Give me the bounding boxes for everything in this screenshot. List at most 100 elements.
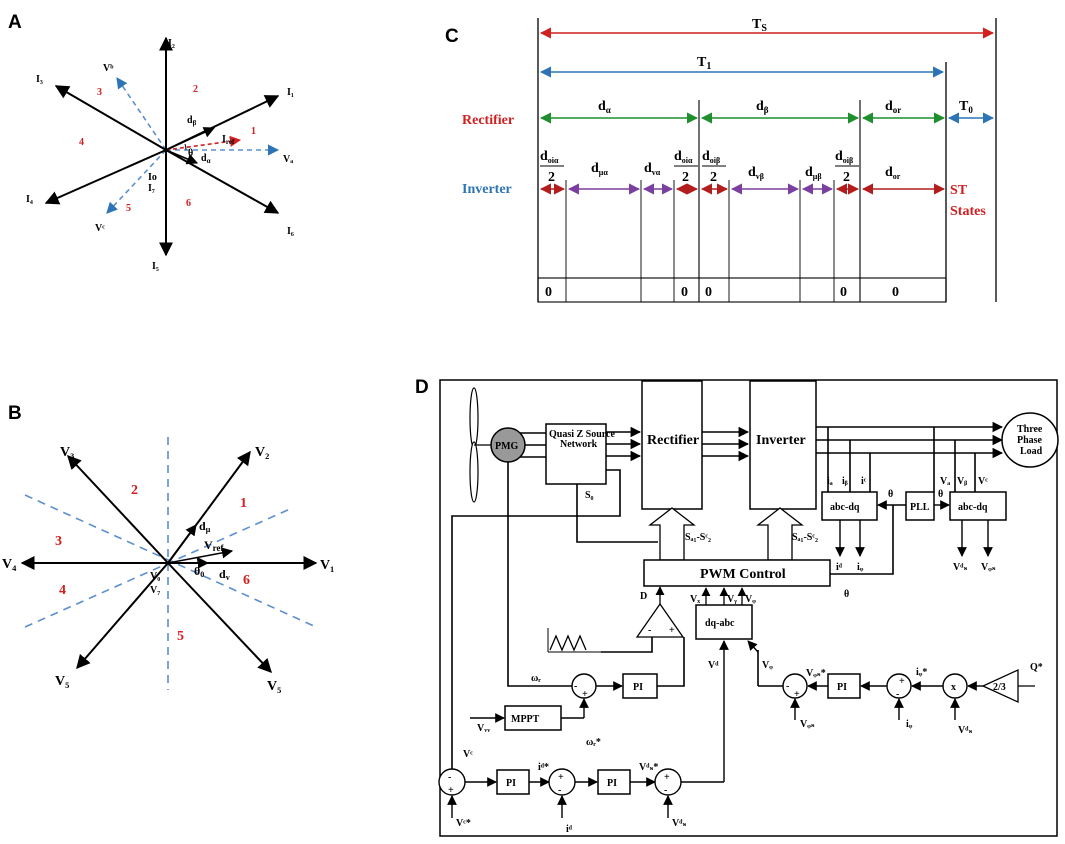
pll-label: PLL <box>910 502 930 513</box>
i7-label: I₇ <box>148 183 155 194</box>
abc-dq-current-block <box>821 491 878 521</box>
t1-label: T1 <box>697 55 711 72</box>
load-label-2: Phase <box>1017 435 1043 446</box>
comp-minus: - <box>648 625 651 636</box>
vc-summer-plus: + <box>448 785 454 796</box>
inv-seg-label-6: dvβ <box>748 165 764 181</box>
vds-vd-label: Vᵈₛ <box>672 818 686 829</box>
theta-arc-b <box>196 556 199 564</box>
svg-text:2: 2 <box>682 170 689 185</box>
sector-a-4: 4 <box>79 137 84 148</box>
d-alpha-label: dα <box>201 153 211 165</box>
panel-d-letter: D <box>415 377 429 398</box>
abc-dq-voltage-block <box>949 491 1007 521</box>
gain-label: 2/3 <box>993 682 1006 693</box>
v4-label: V₄ <box>2 557 17 572</box>
speed-summer-plus: + <box>582 689 588 700</box>
dq-abc-label: dq-abc <box>705 618 735 629</box>
comparator-triangle <box>635 602 685 638</box>
state-zero-4: 0 <box>840 285 847 300</box>
panel-a-letter: A <box>8 12 22 33</box>
d-mu-vector <box>167 524 197 564</box>
d-beta-label: dβ <box>756 99 769 115</box>
state-table <box>537 277 947 303</box>
comp-plus: + <box>669 625 675 636</box>
vb-label: Vᵇ <box>103 63 114 74</box>
v3-vector <box>67 454 169 564</box>
q-star-label: Q* <box>1030 662 1043 673</box>
three-phase-load <box>1001 412 1059 468</box>
inv-seg-label-3: dvα <box>644 161 661 177</box>
theta-pll-label-2: θ <box>938 489 943 500</box>
inverter-block <box>749 380 817 510</box>
i4-vector <box>44 149 167 205</box>
inv-seg-label-8: doiβ 2 <box>835 149 859 185</box>
state-zero-3: 0 <box>705 285 712 300</box>
vqs-meas-label: Vᵩₛ <box>981 562 996 573</box>
v1-label: V₁ <box>320 558 334 573</box>
sector-boundary-rising <box>24 508 291 628</box>
pmg-label: PMG <box>495 441 519 452</box>
vc-vector <box>106 149 167 214</box>
i4-label: I₄ <box>26 194 33 205</box>
state-zero-2: 0 <box>681 285 688 300</box>
ic-label: iᶜ <box>861 476 867 487</box>
id-summer-plus: + <box>558 772 564 783</box>
iq-star-label: iᵩ* <box>916 667 927 678</box>
svg-text:2: 2 <box>548 170 555 185</box>
inverter-gate-arrow <box>756 507 804 561</box>
pi-vc-label: PI <box>506 778 516 789</box>
sA1-sC2-label: Sₐ₁-Sᶜ₂ <box>792 532 818 543</box>
v0-label: V₀ <box>150 571 160 582</box>
d-alpha-label: dα <box>598 99 611 115</box>
panel-c: C 0 0 0 0 0 TS T1 Rectifier dα dβ dor <box>445 17 997 303</box>
qzs-block <box>545 423 607 485</box>
theta-pll-label-1: θ <box>888 489 893 500</box>
theta-arc-a <box>184 143 187 151</box>
vq-summer-plus: + <box>794 689 800 700</box>
id-meas-label: iᵈ <box>566 824 573 835</box>
rectifier-block <box>641 380 703 510</box>
inv-seg-label-7: dμβ <box>805 165 822 181</box>
panel-b-letter: B <box>8 403 22 424</box>
panel-b: B V₁ V₂ V₃ V₄ V₅ V₅ Vref dμ dv θ0 V₀ V₇ … <box>2 403 334 694</box>
vqs-star-label: Vᵩₛ* <box>806 668 826 679</box>
vd-summer-plus: + <box>664 772 670 783</box>
va-label: Vₐ <box>283 154 293 165</box>
abc-dq-voltage-label: abc-dq <box>958 502 988 513</box>
iref-vector <box>165 135 242 151</box>
v5-left-label: V₅ <box>55 674 69 689</box>
vy-label: Vᵧ <box>727 594 737 605</box>
inv-seg-label-4: doiα 2 <box>674 149 698 185</box>
io-label: Io <box>148 172 157 183</box>
vb-label: Vᵦ <box>957 476 967 487</box>
wind-turbine-icon <box>469 387 492 503</box>
i3-vector <box>54 85 167 151</box>
i1-label: I₁ <box>287 87 294 98</box>
inv-seg-label-1: doiα 2 <box>540 149 564 185</box>
sawtooth-icon <box>549 634 587 652</box>
vq-summer-minus: - <box>786 681 789 692</box>
sector-b-1: 1 <box>240 496 247 511</box>
pi-id-block <box>597 769 631 795</box>
wr-star-label: ωᵣ* <box>586 737 601 748</box>
svg-text:doiα: doiα <box>674 149 693 165</box>
d-or-label: dor <box>885 99 901 115</box>
wr-label: ωᵣ <box>531 673 541 684</box>
d-label: D <box>640 591 647 602</box>
sector-a-6: 6 <box>186 198 191 209</box>
i6-label: I₆ <box>287 226 294 237</box>
id-star-label: iᵈ* <box>538 762 549 773</box>
v5-left-vector <box>76 562 169 670</box>
panel-a: A I₂ I₁ I₃ I₄ I₅ I₆ Vᵇ Vₐ Vᶜ Iref dβ dα … <box>8 12 294 272</box>
pi-q-label: PI <box>837 682 847 693</box>
sector-b-6: 6 <box>243 573 250 588</box>
id-summer-minus: - <box>558 785 561 796</box>
rectifier-gate-arrow <box>648 507 696 561</box>
d-mu-label: dμ <box>199 519 211 534</box>
abc-dq-current-label: abc-dq <box>830 502 860 513</box>
i2-label: I₂ <box>168 38 175 49</box>
to-label: T0 <box>959 99 973 115</box>
iq-summer-plus: + <box>899 676 905 687</box>
